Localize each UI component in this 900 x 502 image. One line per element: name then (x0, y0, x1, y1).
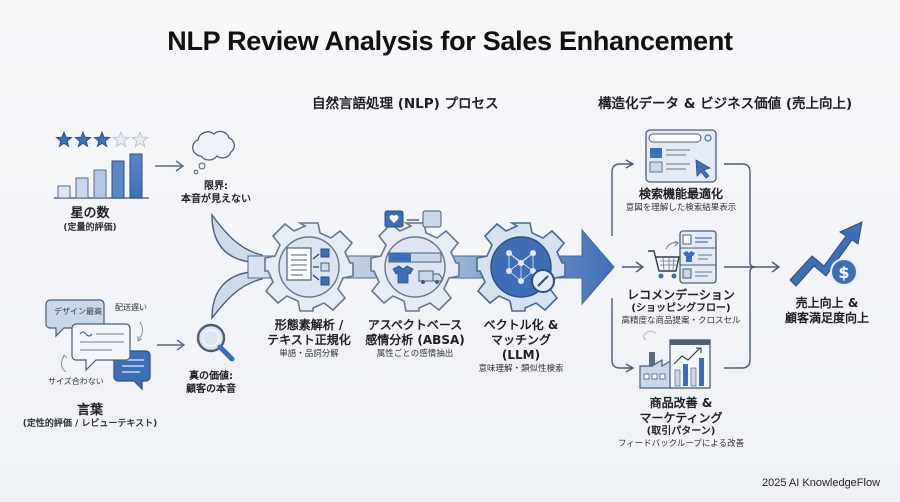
cart-icon (648, 240, 680, 279)
search-browser-icon (645, 129, 717, 183)
limitation-text: 本音が見えない (181, 194, 251, 205)
output-search-title: 検索機能最適化 (638, 187, 723, 201)
star-filled-icon (93, 130, 111, 148)
output-recommendation-desc: 高精度な商品提案・クロスセル (621, 316, 741, 326)
step-1-title-line1: 形態素解析 / (274, 318, 344, 332)
section-title-business: 構造化データ & ビジネス価値 (売上向上) (598, 96, 853, 112)
bubble-text-shipping: 配送遅い (115, 303, 147, 312)
factory-chart-icon (639, 330, 711, 389)
step-3-desc: 意味理解・類似性検索 (478, 364, 564, 374)
step-3-title-line2: マッチング (490, 333, 551, 347)
result-line2: 顧客満足度向上 (784, 311, 869, 325)
true-value-text: 顧客の本音 (186, 384, 236, 395)
arrow-icon (157, 339, 186, 351)
output-improvement-desc: フィードバックループによる改善 (617, 439, 745, 449)
growth-dollar-icon: $ (789, 221, 863, 287)
star-empty-icon (131, 130, 149, 148)
step-2-title-line2: 感情分析 (ABSA) (365, 333, 465, 347)
process-step-1: 形態素解析 / テキスト正規化 単語・品詞分解 (249, 318, 369, 360)
output-recommendation-title: レコメンデーション (627, 288, 735, 302)
star-filled-icon (55, 130, 73, 148)
arrow-icon (155, 160, 185, 172)
process-step-3: ベクトル化 & マッチング (LLM) 意味理解・類似性検索 (461, 318, 581, 375)
bubble-text-design: デザイン最高 (54, 307, 102, 316)
thought-cloud-icon (192, 130, 235, 175)
bubble-text-size: サイズ合わない (48, 377, 104, 386)
svg-text:$: $ (838, 263, 849, 282)
output-search-desc: 意図を理解した検索結果表示 (625, 203, 737, 213)
result-line1: 売上向上 & (795, 296, 859, 310)
bar-chart-icon (54, 153, 149, 199)
output-recommendation: レコメンデーション (ショッピングフロー) 高精度な商品提案・クロスセル (611, 288, 751, 327)
footer-credit: 2025 AI KnowledgeFlow (762, 477, 881, 489)
step-3-title-line3: (LLM) (501, 348, 541, 362)
stars-label: 星の数 (70, 206, 110, 221)
output-improvement-title-line1: 商品改善 & (649, 396, 713, 410)
section-title-nlp: 自然言語処理 (NLP) プロセス (312, 96, 499, 112)
process-step-2: アスペクトベース 感情分析 (ABSA) 属性ごとの感情抽出 (355, 318, 475, 360)
output-improvement-subtitle: (取引パターン) (646, 426, 716, 437)
gear-1 (264, 222, 354, 312)
star-filled-icon (74, 130, 92, 148)
step-2-desc: 属性ごとの感情抽出 (376, 349, 454, 359)
gear-3 (476, 222, 566, 312)
star-empty-icon (112, 130, 130, 148)
step-2-title-line1: アスペクトベース (367, 318, 463, 332)
true-value-label: 真の価値: (189, 371, 233, 382)
merge-funnel (211, 212, 263, 321)
star-rating (55, 130, 149, 148)
gear-2 (370, 210, 460, 312)
product-list-icon (679, 230, 717, 284)
stars-sublabel: (定量的評価) (63, 223, 117, 233)
output-product-improvement: 商品改善 & マーケティング (取引パターン) フィードバックループによる改善 (611, 396, 751, 450)
magnifier-icon (196, 323, 235, 362)
step-3-title-line1: ベクトル化 & (483, 318, 559, 332)
result: 売上向上 & 顧客満足度向上 (772, 296, 882, 326)
output-connectors (611, 159, 781, 373)
step-1-desc: 単語・品詞分解 (279, 349, 339, 359)
speech-bubbles-icon (45, 299, 151, 391)
output-improvement-title-line2: マーケティング (639, 411, 723, 425)
step-1-title-line2: テキスト正規化 (267, 333, 351, 347)
output-search: 検索機能最適化 意図を理解した検索結果表示 (621, 187, 741, 214)
page-title: NLP Review Analysis for Sales Enhancemen… (167, 26, 733, 56)
output-recommendation-subtitle: (ショッピングフロー) (631, 303, 731, 314)
words-sublabel: (定性的評価 / レビューテキスト) (22, 419, 158, 429)
words-label: 言葉 (76, 403, 103, 418)
limitation-label: 限界: (204, 181, 228, 192)
